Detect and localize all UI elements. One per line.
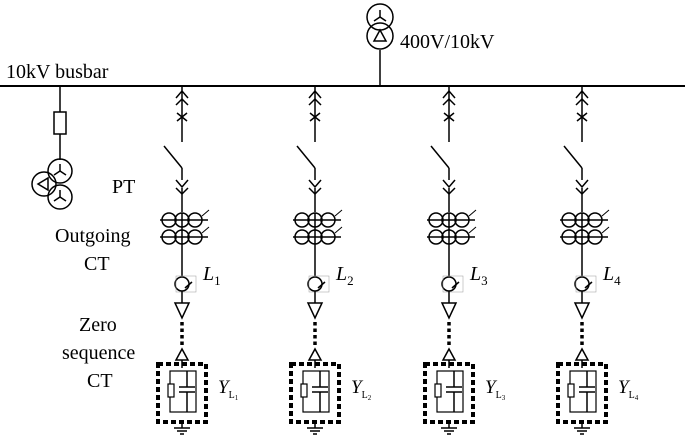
top-transformer-label: 400V/10kV: [400, 31, 495, 53]
outgoing-ct-label-1: Outgoing: [55, 225, 131, 247]
feeder-3-admittance-label: YL3: [485, 377, 506, 402]
feeder-3: [423, 84, 478, 436]
feeder-1-admittance-label: YL1: [218, 377, 239, 402]
feeder-4-admittance-label: YL4: [618, 377, 639, 402]
feeder-3-line-label: L3: [469, 263, 488, 288]
pt-branch: [31, 86, 73, 210]
feeder-2: [289, 84, 344, 436]
feeder-2-line-label: L2: [335, 263, 354, 288]
busbar-label: 10kV busbar: [6, 61, 109, 83]
top-transformer-icon: [366, 3, 394, 86]
pt-transformer-icon: [31, 158, 73, 210]
outgoing-ct-label-2: CT: [84, 253, 110, 275]
feeder-4: [556, 84, 611, 436]
feeder-2-admittance-label: YL2: [351, 377, 372, 402]
fuse-icon: [53, 111, 67, 135]
feeder-4-line-label: L4: [602, 263, 621, 288]
feeder-1: [156, 84, 211, 436]
zero-seq-label-3: CT: [87, 370, 113, 392]
feeder-1-line-label: L1: [202, 263, 221, 288]
pt-label: PT: [112, 176, 135, 198]
zero-seq-label-2: sequence: [62, 342, 135, 364]
zero-seq-label-1: Zero: [79, 314, 117, 336]
